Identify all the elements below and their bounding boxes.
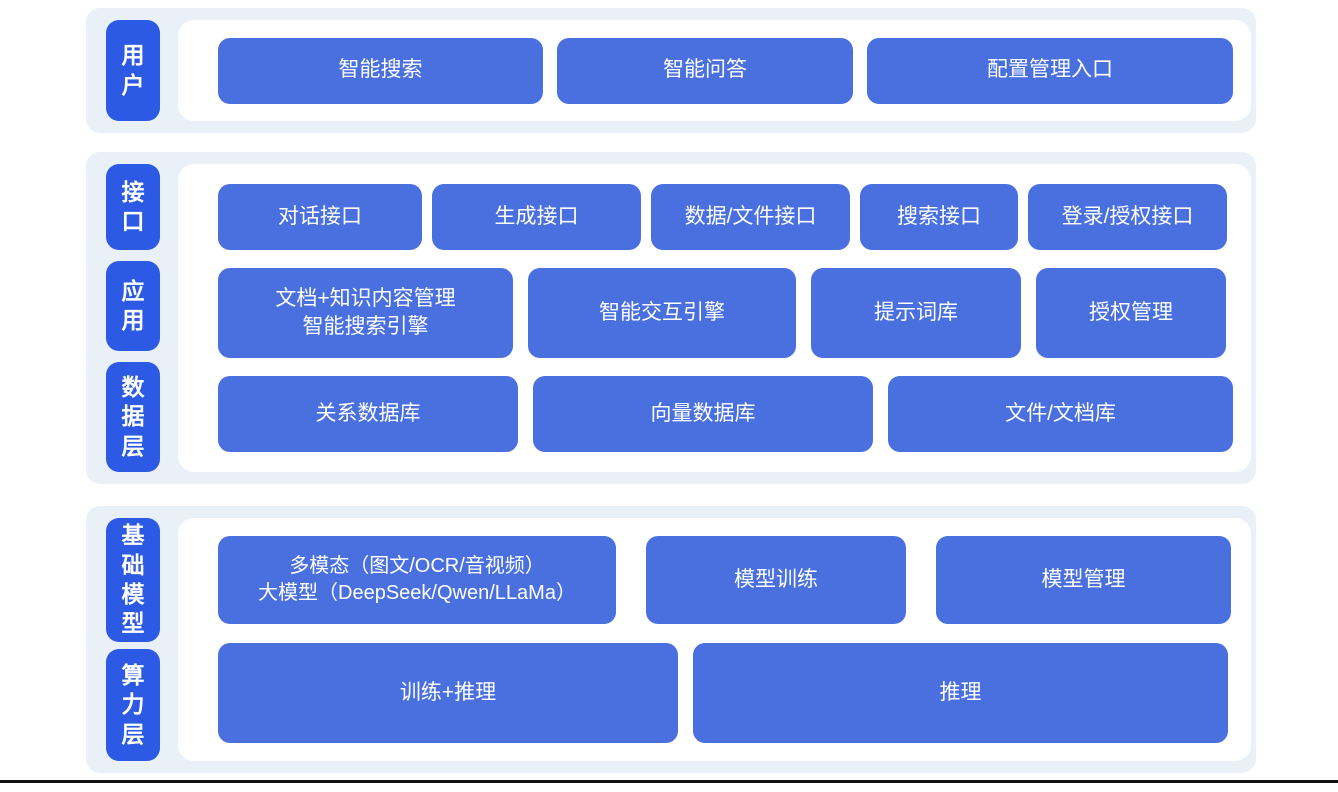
- layer-label-application: 应用: [106, 261, 160, 351]
- middle-layer-panel: 对话接口 生成接口 数据/文件接口 搜索接口 登录/授权接口 文档+知识内容管理…: [178, 164, 1251, 472]
- box-intelligent-qa: 智能问答: [557, 37, 853, 104]
- user-layer-panel: 智能搜索 智能问答 配置管理入口: [178, 20, 1251, 121]
- box-file-document-store: 文件/文档库: [888, 376, 1233, 452]
- box-data-file-api: 数据/文件接口: [651, 184, 850, 250]
- box-doc-knowledge-search-engine: 文档+知识内容管理 智能搜索引擎: [218, 268, 513, 358]
- user-layer-row: 智能搜索 智能问答 配置管理入口: [218, 37, 1233, 104]
- box-relational-database: 关系数据库: [218, 376, 518, 452]
- layer-label-foundation-model-text: 基础模型: [121, 522, 145, 637]
- box-search-api: 搜索接口: [860, 184, 1018, 250]
- layer-label-interface-text: 接口: [121, 178, 145, 234]
- model-row: 多模态（图文/OCR/音视频） 大模型（DeepSeek/Qwen/LLaMa）…: [218, 536, 1233, 624]
- box-generation-api: 生成接口: [432, 184, 641, 250]
- layer-label-data-text: 数据层: [121, 373, 145, 459]
- data-row: 关系数据库 向量数据库 文件/文档库: [218, 376, 1233, 452]
- box-intelligent-search: 智能搜索: [218, 37, 543, 104]
- box-config-management-entry: 配置管理入口: [867, 37, 1233, 104]
- box-model-management: 模型管理: [936, 536, 1231, 624]
- box-vector-database: 向量数据库: [533, 376, 873, 452]
- box-login-auth-api: 登录/授权接口: [1028, 184, 1227, 250]
- box-prompt-library: 提示词库: [811, 268, 1021, 358]
- section-user-layer: 用户 智能搜索 智能问答 配置管理入口: [86, 8, 1256, 133]
- bottom-layer-rail: 基础模型 算力层: [86, 518, 178, 761]
- middle-layer-rail: 接口 应用 数据层: [86, 164, 178, 472]
- layer-label-application-text: 应用: [121, 277, 145, 333]
- box-auth-management: 授权管理: [1036, 268, 1226, 358]
- layer-label-user: 用户: [106, 20, 160, 121]
- layer-label-data: 数据层: [106, 362, 160, 472]
- box-training-plus-inference: 训练+推理: [218, 643, 678, 743]
- layer-label-compute-text: 算力层: [121, 661, 145, 747]
- section-foundation-model-compute: 基础模型 算力层 多模态（图文/OCR/音视频） 大模型（DeepSeek/Qw…: [86, 506, 1256, 773]
- layer-label-user-text: 用户: [121, 42, 145, 98]
- application-row: 文档+知识内容管理 智能搜索引擎 智能交互引擎 提示词库 授权管理: [218, 268, 1233, 358]
- layer-label-foundation-model: 基础模型: [106, 518, 160, 642]
- bottom-layer-panel: 多模态（图文/OCR/音视频） 大模型（DeepSeek/Qwen/LLaMa）…: [178, 518, 1251, 761]
- box-inference: 推理: [693, 643, 1228, 743]
- section-interface-application-data: 接口 应用 数据层 对话接口 生成接口 数据/文件接口 搜索接口 登录/授权接口…: [86, 152, 1256, 484]
- compute-row: 训练+推理 推理: [218, 643, 1233, 743]
- box-dialog-api: 对话接口: [218, 184, 422, 250]
- layer-label-compute: 算力层: [106, 649, 160, 761]
- box-intelligent-interaction-engine: 智能交互引擎: [528, 268, 796, 358]
- box-multimodal-large-model: 多模态（图文/OCR/音视频） 大模型（DeepSeek/Qwen/LLaMa）: [218, 536, 616, 624]
- layer-label-interface: 接口: [106, 164, 160, 250]
- interface-row: 对话接口 生成接口 数据/文件接口 搜索接口 登录/授权接口: [218, 184, 1233, 250]
- box-model-training: 模型训练: [646, 536, 906, 624]
- user-layer-rail: 用户: [86, 20, 178, 121]
- architecture-diagram: 用户 智能搜索 智能问答 配置管理入口 接口 应用 数据层 对话接口: [0, 8, 1338, 792]
- bottom-divider-line: [0, 780, 1338, 783]
